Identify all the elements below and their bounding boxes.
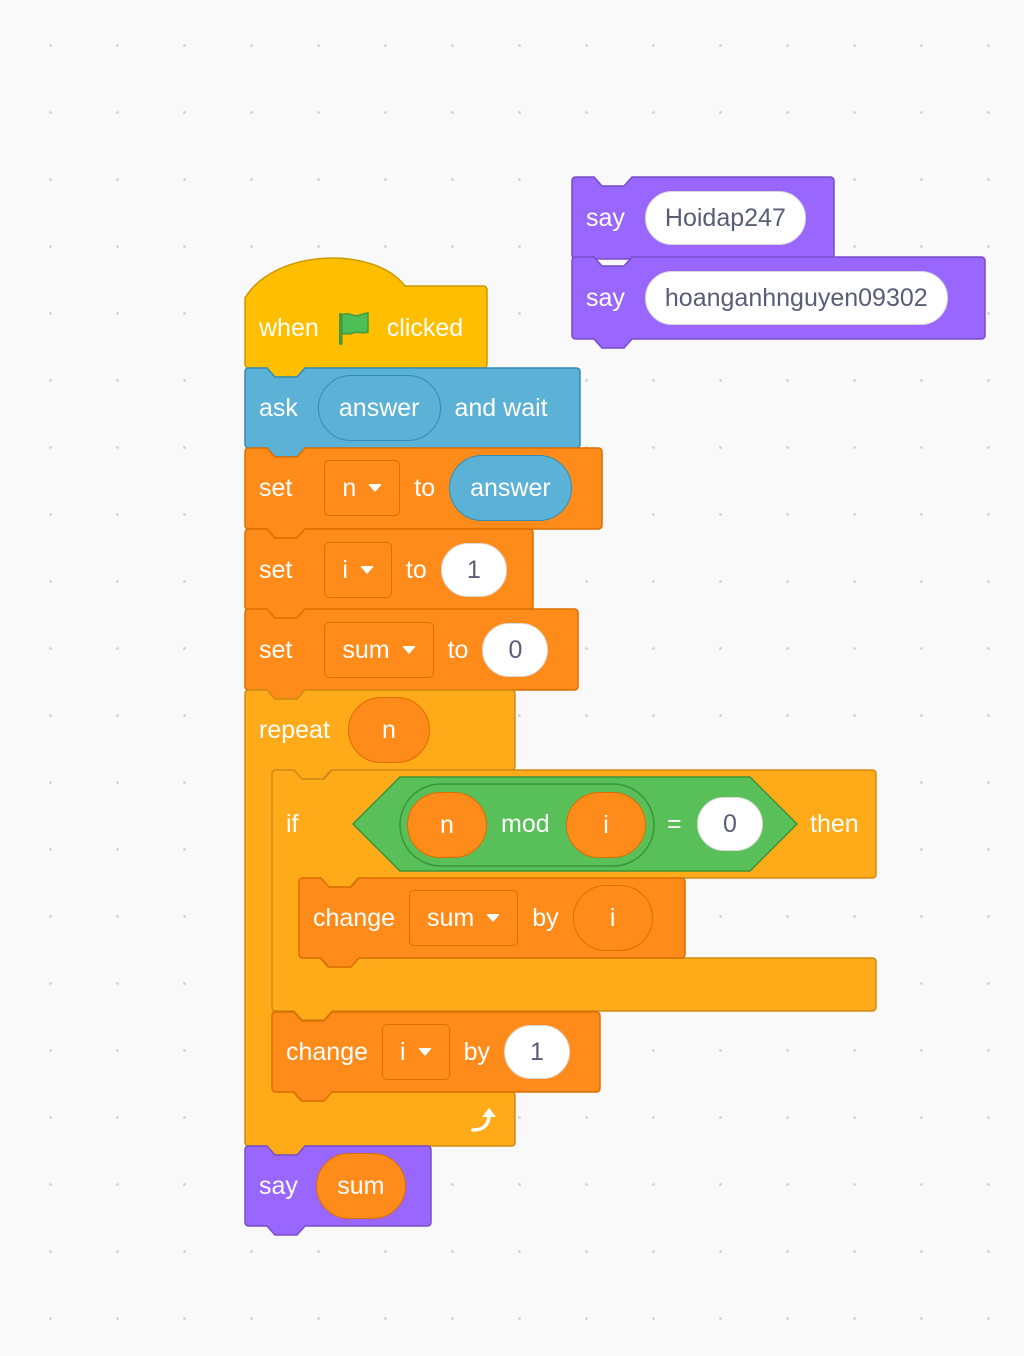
say-text-input[interactable]: hoanganhnguyen09302 [644,271,948,325]
compare-value-input[interactable]: 0 [697,797,763,851]
dropdown-caret-icon [486,914,501,922]
and-wait-label: and wait [454,393,548,422]
variable-dropdown[interactable]: i [324,542,392,598]
when-label: when [259,313,319,342]
value-input[interactable]: 1 [440,543,507,597]
variable-dropdown[interactable]: i [382,1024,450,1080]
variable-name: sum [427,903,475,932]
say-label: say [259,1171,298,1200]
variable-dropdown[interactable]: sum [409,890,519,946]
to-label: to [414,473,436,502]
mod-label: mod [501,810,550,838]
when-flag-clicked-block[interactable]: when clicked [244,257,488,378]
to-label: to [405,555,427,584]
i-reporter[interactable]: i [566,792,646,858]
if-label: if [286,810,299,838]
variable-name: sum [342,635,390,664]
by-label: by [463,1037,490,1066]
repeat-label: repeat [259,716,330,744]
ask-and-wait-block[interactable]: ask answer and wait [244,367,581,458]
by-label: by [532,903,559,932]
set-label: set [259,473,293,502]
loop-arrow-icon [471,1108,496,1132]
say-text-input[interactable]: Hoidap247 [644,191,806,245]
n-reporter[interactable]: n [407,792,487,858]
set-i-block[interactable]: set i to 1 [244,528,534,620]
variable-name: i [342,555,348,584]
then-label: then [810,810,859,838]
sum-reporter[interactable]: sum [315,1153,406,1219]
change-label: change [286,1037,369,1066]
green-flag-icon [338,312,369,345]
answer-reporter[interactable]: answer [449,455,572,521]
answer-reporter[interactable]: answer [317,375,441,441]
n-reporter[interactable]: n [348,697,430,763]
equals-label: = [667,810,682,838]
clicked-label: clicked [386,313,464,342]
dropdown-caret-icon [417,1048,432,1056]
set-n-block[interactable]: set n to answer [244,447,603,539]
set-label: set [259,635,293,664]
say-block-username[interactable]: say hoanganhnguyen09302 [571,256,986,349]
say-label: say [586,203,625,232]
variable-dropdown[interactable]: n [324,460,401,516]
say-block-hoidap[interactable]: say Hoidap247 [571,176,835,260]
dropdown-caret-icon [368,484,383,492]
value-input[interactable]: 0 [482,623,549,677]
ask-label: ask [259,393,298,422]
variable-name: i [400,1037,406,1066]
dropdown-caret-icon [359,566,374,574]
value-input[interactable]: 1 [504,1025,570,1079]
change-sum-block[interactable]: change sum by i [298,877,686,968]
say-sum-block[interactable]: say sum [244,1145,432,1236]
to-label: to [447,635,469,664]
set-label: set [259,555,293,584]
variable-name: n [342,473,357,502]
say-label: say [586,283,625,312]
set-sum-block[interactable]: set sum to 0 [244,608,579,700]
i-reporter[interactable]: i [572,885,653,951]
variable-dropdown[interactable]: sum [324,622,434,678]
dropdown-caret-icon [401,646,416,654]
change-label: change [313,903,396,932]
change-i-block[interactable]: change i by 1 [271,1011,601,1102]
